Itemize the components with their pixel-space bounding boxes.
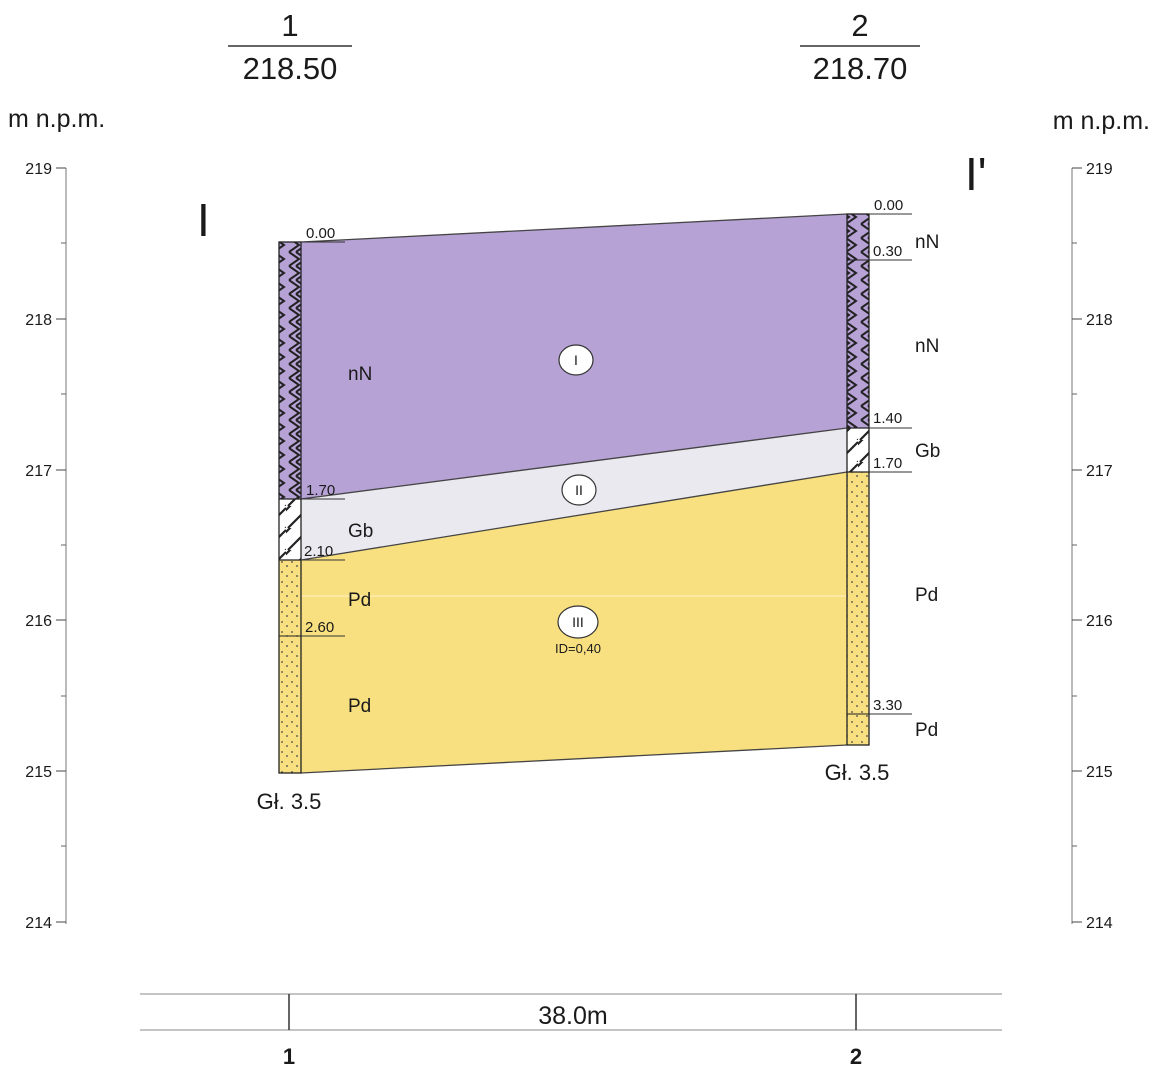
- soil-code: nN: [915, 232, 939, 253]
- depth-label: 0.30: [873, 243, 902, 260]
- left-tick-label: 216: [25, 613, 52, 630]
- borehole-1-header: 1 218.50: [228, 8, 352, 86]
- depth-label: 0.00: [306, 225, 335, 242]
- layer-III-marker: III ID=0,40: [555, 605, 601, 656]
- right-tick-label: 214: [1086, 915, 1113, 932]
- ground-surface-line: [300, 213, 848, 243]
- layer-I-marker: I: [558, 344, 594, 376]
- left-tick-label: 219: [25, 161, 52, 178]
- borehole-2-final-depth: Gł. 3.5: [825, 760, 890, 785]
- boundary-II-III: [300, 471, 848, 561]
- density-index-note: ID=0,40: [555, 641, 601, 656]
- soil-code: Pd: [915, 585, 938, 606]
- left-elevation-axis: 219 218 217 216 215 214: [25, 161, 67, 932]
- right-tick-label: 219: [1086, 161, 1113, 178]
- layer-II-marker: II: [561, 474, 597, 506]
- soil-code: nN: [915, 336, 939, 357]
- borehole-1-column: [278, 241, 302, 774]
- left-tick-label: 217: [25, 463, 52, 480]
- soil-code: Gb: [915, 441, 940, 462]
- borehole-1-elevation: 218.50: [243, 51, 338, 86]
- depth-label: 1.70: [306, 482, 335, 499]
- svg-text:II: II: [575, 482, 583, 498]
- right-tick-label: 218: [1086, 312, 1113, 329]
- svg-text:III: III: [572, 614, 584, 630]
- borehole-2-column: [846, 213, 870, 746]
- depth-label: 2.10: [304, 543, 333, 560]
- borehole-2-number: 2: [851, 8, 868, 43]
- depth-label: 1.40: [873, 410, 902, 427]
- depth-label: 0.00: [874, 197, 903, 214]
- borehole-1-number: 1: [281, 8, 298, 43]
- right-tick-label: 216: [1086, 613, 1113, 630]
- svg-text:I: I: [574, 352, 578, 368]
- left-tick-label: 214: [25, 915, 52, 932]
- soil-code: Pd: [915, 720, 938, 741]
- right-tick-label: 215: [1086, 764, 1113, 781]
- distance-label: 38.0m: [538, 1002, 607, 1030]
- boundary-I-II: [300, 427, 848, 500]
- borehole-1-final-depth: Gł. 3.5: [257, 789, 322, 814]
- soil-code: Gb: [348, 521, 373, 542]
- section-start-marker: I: [197, 194, 210, 246]
- right-axis-title: m n.p.m.: [1053, 107, 1150, 135]
- depth-label: 3.30: [873, 697, 902, 714]
- right-elevation-axis: 219 218 217 216 215 214: [1071, 161, 1113, 932]
- left-axis-title: m n.p.m.: [8, 105, 105, 133]
- borehole-2-header: 2 218.70: [800, 8, 920, 86]
- depth-label: 2.60: [305, 619, 334, 636]
- soil-code: Pd: [348, 590, 371, 611]
- borehole-2-elevation: 218.70: [813, 51, 908, 86]
- left-tick-label: 215: [25, 764, 52, 781]
- section-end-marker: I': [965, 148, 987, 200]
- right-tick-label: 217: [1086, 463, 1113, 480]
- bottom-boundary: [300, 744, 848, 774]
- borehole-1-bottom-label: 1: [283, 1044, 295, 1069]
- depth-label: 1.70: [873, 455, 902, 472]
- distance-bar: 38.0m 1 2: [140, 993, 1002, 1069]
- borehole-2-bottom-label: 2: [850, 1044, 862, 1069]
- soil-code: Pd: [348, 696, 371, 717]
- left-tick-label: 218: [25, 312, 52, 329]
- soil-code: nN: [348, 364, 372, 385]
